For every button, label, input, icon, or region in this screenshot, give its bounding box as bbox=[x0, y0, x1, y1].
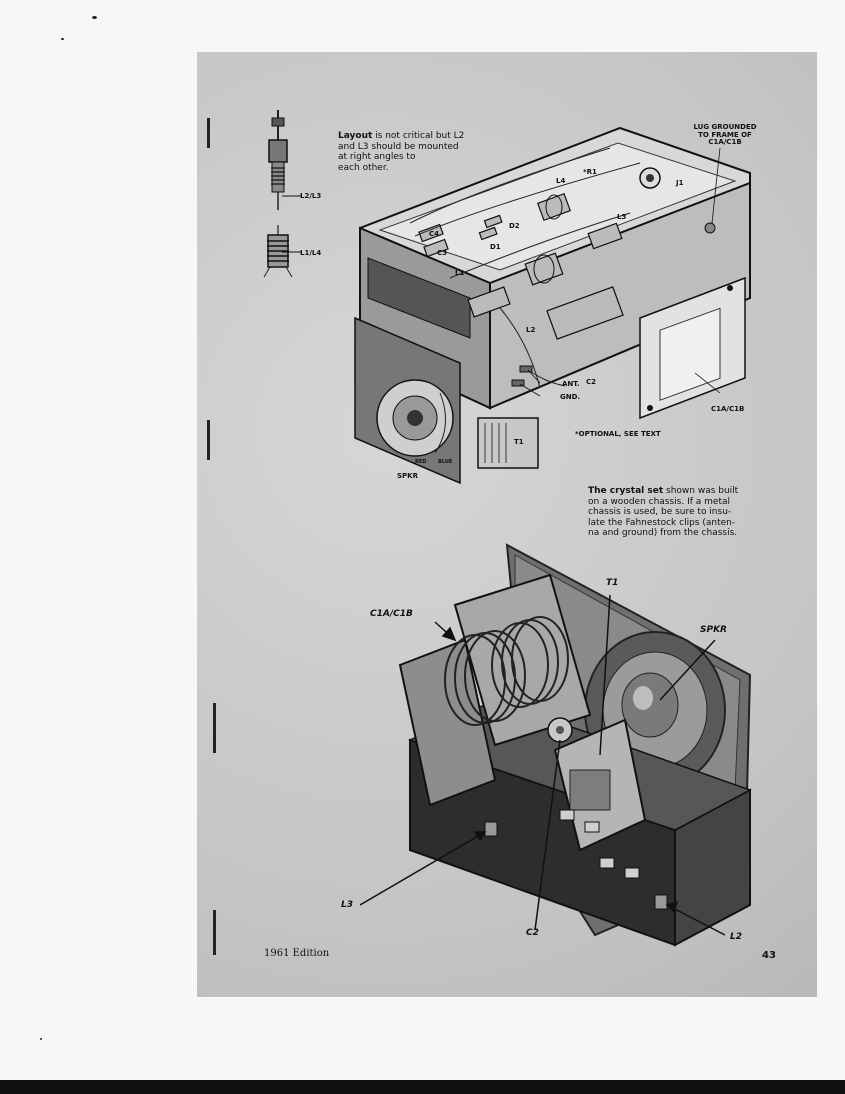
crystal-caption-line: na and ground) from the chassis. bbox=[588, 528, 738, 538]
label-d1: D1 bbox=[490, 243, 501, 251]
label-red: RED bbox=[415, 459, 427, 465]
binding-mark bbox=[213, 910, 216, 955]
dust-speck bbox=[61, 38, 64, 40]
label-spkr: SPKR bbox=[397, 472, 418, 480]
crystal-set-caption: The crystal set shown was built on a woo… bbox=[588, 486, 768, 539]
label-c3: C3 bbox=[437, 249, 448, 257]
crystal-caption-lead: The crystal set bbox=[588, 486, 664, 496]
layout-caption-line: is not critical but L2 bbox=[375, 131, 465, 141]
label-l2: L2 bbox=[526, 326, 536, 334]
label-d2: D2 bbox=[509, 222, 520, 230]
label-optional: *OPTIONAL, SEE TEXT bbox=[575, 430, 661, 438]
label-c1a-c1b: C1A/C1B bbox=[711, 405, 745, 413]
coil-label-l2-l3: L2/L3 bbox=[300, 192, 322, 200]
label-l4: L4 bbox=[556, 177, 566, 185]
photo-label-c2: C2 bbox=[526, 928, 539, 938]
crystal-caption-line: late the Fahnestock clips (anten- bbox=[588, 517, 736, 528]
label-r1: *R1 bbox=[583, 168, 597, 176]
crystal-caption-line: shown was built bbox=[666, 486, 739, 496]
dust-speck bbox=[40, 1038, 42, 1040]
label-ant: ANT. bbox=[562, 380, 580, 388]
label-blue: BLUE bbox=[438, 459, 453, 465]
crystal-caption-line: on a wooden chassis. If a metal bbox=[588, 496, 731, 507]
label-gnd: GND. bbox=[560, 393, 581, 401]
photo-label-t1: T1 bbox=[606, 578, 619, 588]
binding-mark bbox=[207, 420, 210, 460]
photo-label-l3: L3 bbox=[341, 900, 353, 910]
coil-label-l1-l4: L1/L4 bbox=[300, 249, 322, 257]
label-lug-grounded: LUG GROUNDED TO FRAME OF C1A/C1B bbox=[690, 123, 760, 147]
label-lug-line-3: C1A/C1B bbox=[708, 138, 742, 146]
coil-l1-l4-illustration bbox=[263, 225, 293, 278]
footer-edition: 1961 Edition bbox=[264, 948, 330, 959]
photo-label-c1a-c1b: C1A/C1B bbox=[370, 609, 413, 619]
label-lug-line-2: TO FRAME OF bbox=[698, 130, 752, 139]
chassis-layout-diagram bbox=[354, 126, 751, 485]
photo-label-l2: L2 bbox=[730, 932, 742, 942]
crystal-set-photo bbox=[359, 543, 752, 947]
layout-caption-line: at right angles to bbox=[338, 152, 416, 162]
binding-mark bbox=[213, 703, 216, 753]
label-lug-line-1: LUG GROUNDED bbox=[693, 123, 757, 131]
label-l1: L1 bbox=[455, 269, 465, 277]
label-j1: J1 bbox=[676, 179, 684, 187]
binding-mark bbox=[207, 118, 210, 148]
page-number: 43 bbox=[762, 950, 776, 961]
label-t1: T1 bbox=[514, 438, 524, 446]
crystal-caption-line: chassis is used, be sure to insu- bbox=[588, 507, 732, 517]
photo-label-spkr: SPKR bbox=[700, 625, 727, 635]
layout-caption: Layout is not critical but L2 and L3 sho… bbox=[338, 131, 488, 173]
label-c4: C4 bbox=[429, 230, 440, 238]
scanner-edge-band bbox=[0, 1080, 845, 1094]
label-c2: C2 bbox=[586, 378, 597, 386]
label-l3: L3 bbox=[617, 213, 627, 221]
coil-l2-l3-illustration bbox=[268, 110, 288, 210]
layout-caption-lead: Layout bbox=[338, 131, 373, 141]
coil-leader-lines bbox=[282, 195, 302, 253]
layout-caption-line: each other. bbox=[338, 162, 389, 173]
layout-caption-line: and L3 should be mounted bbox=[338, 141, 459, 152]
dust-speck bbox=[92, 16, 97, 19]
